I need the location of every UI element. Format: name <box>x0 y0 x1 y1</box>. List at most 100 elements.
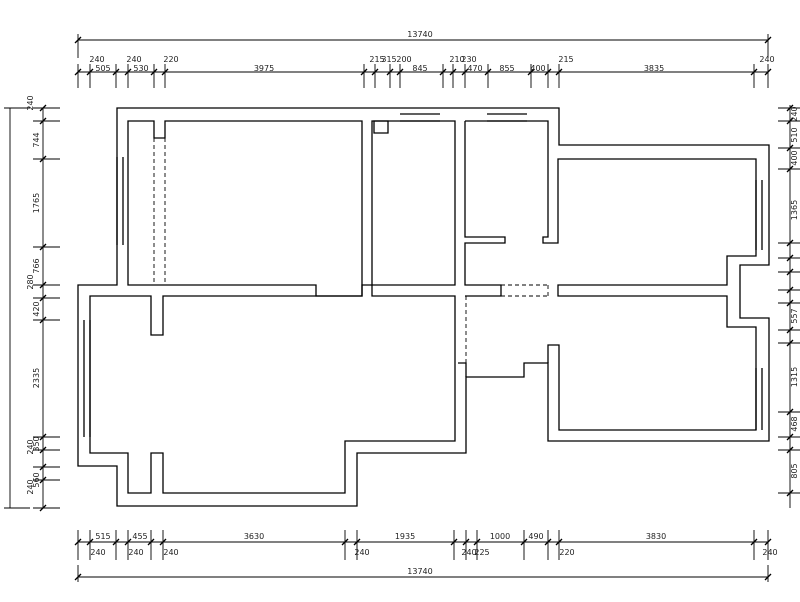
dimension-tick <box>544 538 552 546</box>
opening-line <box>501 284 548 297</box>
right-dimensions: 240 510 400 1365 557 1315 468 805 <box>778 104 800 508</box>
dimension-tick <box>786 408 794 416</box>
left-segment-label: 2335 <box>32 368 41 388</box>
bottom-segment-label: 1000 <box>490 532 510 541</box>
top-segment-label: 470 <box>467 64 482 73</box>
dimension-tick <box>450 538 458 546</box>
left-segment-label: 240 <box>26 479 35 494</box>
left-segment-labels: 240 744 1765 766 280 420 2335 240 350 24… <box>26 95 41 494</box>
right-segment-labels: 240 510 400 1365 557 1315 468 805 <box>790 106 799 478</box>
dimension-tick <box>341 538 349 546</box>
dimension-tick <box>74 36 82 44</box>
top-segment-label: 240 <box>89 55 104 64</box>
dimension-tick <box>74 538 82 546</box>
dimension-tick <box>555 538 563 546</box>
window-left <box>116 157 124 245</box>
top-total-label: 13740 <box>407 30 432 39</box>
window-right-upper <box>755 180 763 250</box>
dimension-tick <box>39 316 47 324</box>
dimension-tick <box>39 433 47 441</box>
top-segment-label: 855 <box>499 64 514 73</box>
top-segment-label: 200 <box>396 55 411 64</box>
bottom-segment-label: 240 <box>90 548 105 557</box>
bottom-segment-label: 240 <box>128 548 143 557</box>
dimension-tick <box>786 144 794 152</box>
top-segment-label: 220 <box>163 55 178 64</box>
dimension-tick <box>764 538 772 546</box>
dimension-tick <box>39 281 47 289</box>
right-segment-label: 1365 <box>790 200 799 220</box>
interior-wall-center <box>371 120 456 286</box>
dimension-tick <box>39 504 47 512</box>
top-segment-label: 505 <box>95 64 110 73</box>
dimension-tick <box>74 573 82 581</box>
bottom-total-label: 13740 <box>407 567 432 576</box>
bottom-segment-label: 455 <box>132 532 147 541</box>
right-segment-label: 400 <box>790 150 799 165</box>
bottom-dimensions: 240 515 240 455 240 3630 240 1935 240 22… <box>74 530 778 582</box>
dimension-tick <box>786 446 794 454</box>
interior-wall-kitchen-west <box>464 121 506 297</box>
dimension-tick <box>786 433 794 441</box>
interior-wall-living <box>89 284 456 494</box>
dimension-tick <box>520 538 528 546</box>
right-segment-label: 510 <box>790 127 799 142</box>
bottom-segment-label: 240 <box>163 548 178 557</box>
top-segment-label: 215 <box>558 55 573 64</box>
bottom-segment-label: 3830 <box>646 532 666 541</box>
opening-line <box>372 284 455 297</box>
dimension-tick <box>786 489 794 497</box>
bottom-segment-label: 240 <box>762 548 777 557</box>
bottom-segment-label: 515 <box>95 532 110 541</box>
dimension-tick <box>786 286 794 294</box>
bottom-segment-label: 240 <box>461 548 476 557</box>
left-total-label: 7540 <box>0 298 2 318</box>
top-segment-label: 3835 <box>644 64 664 73</box>
interior-wall-kitchen <box>465 120 757 431</box>
dimension-tick <box>786 104 794 112</box>
window-right-lower <box>755 368 763 430</box>
dimension-tick <box>750 538 758 546</box>
dimension-tick <box>462 538 470 546</box>
dimension-tick <box>112 538 120 546</box>
dimension-tick <box>786 239 794 247</box>
dimension-tick <box>786 326 794 334</box>
dimension-tick <box>786 254 794 262</box>
dimension-tick <box>39 463 47 471</box>
dimension-tick <box>786 339 794 347</box>
bottom-segment-ticks <box>74 538 772 546</box>
walls <box>77 107 770 507</box>
dimension-tick <box>39 117 47 125</box>
dimension-tick <box>764 36 772 44</box>
left-segment-label: 240 <box>26 95 35 110</box>
column-stub <box>458 362 467 377</box>
dimension-tick <box>147 538 155 546</box>
dimension-tick <box>786 165 794 173</box>
dimension-tick <box>159 538 167 546</box>
top-segment-label: 210 <box>449 55 464 64</box>
bottom-segment-extensions <box>77 530 769 560</box>
exterior-wall-outer <box>77 107 770 507</box>
left-segment-label: 240 <box>26 439 35 454</box>
dimension-tick <box>124 538 132 546</box>
opening-line <box>454 296 467 363</box>
dimension-tick <box>39 155 47 163</box>
left-segment-label: 420 <box>32 301 41 316</box>
top-segment-label: 530 <box>133 64 148 73</box>
dimension-tick <box>353 538 361 546</box>
dimension-tick <box>786 299 794 307</box>
bottom-segment-label: 3630 <box>244 532 264 541</box>
right-segment-label: 240 <box>790 106 799 121</box>
dimension-tick <box>473 538 481 546</box>
right-segment-extensions <box>778 107 800 494</box>
top-segment-label: 230 <box>461 55 476 64</box>
bottom-segment-labels: 240 515 240 455 240 3630 240 1935 240 22… <box>90 532 777 557</box>
left-segment-ticks <box>39 104 47 512</box>
shaft-box <box>373 120 389 134</box>
left-segment-label: 560 <box>32 472 41 487</box>
opening-line <box>547 285 559 296</box>
opening-line <box>153 138 166 285</box>
top-segment-label: 845 <box>412 64 427 73</box>
window-top-right <box>487 113 527 122</box>
